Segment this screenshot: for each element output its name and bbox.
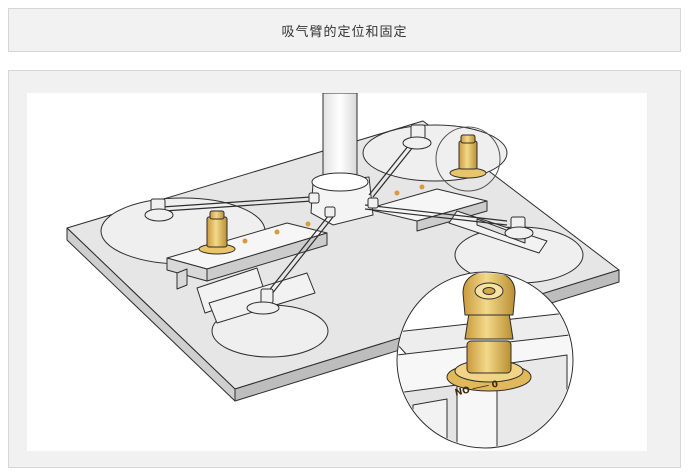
illustration-frame: NO ─── 0 [8,70,681,468]
page-title: 吸气臂的定位和固定 [281,24,408,40]
vacuum-lifter-diagram: NO ─── 0 [66,93,620,449]
rail-holes [242,184,425,244]
brass-valve-right [435,126,501,192]
brass-valve-detail [462,273,516,374]
callout-magnifier: NO ─── 0 [396,271,574,449]
title-bar: 吸气臂的定位和固定 [8,8,681,52]
hub-column [310,93,374,226]
hose-fittings [144,124,534,315]
brass-valve-left [198,210,236,255]
illustration-canvas: NO ─── 0 [27,93,647,451]
